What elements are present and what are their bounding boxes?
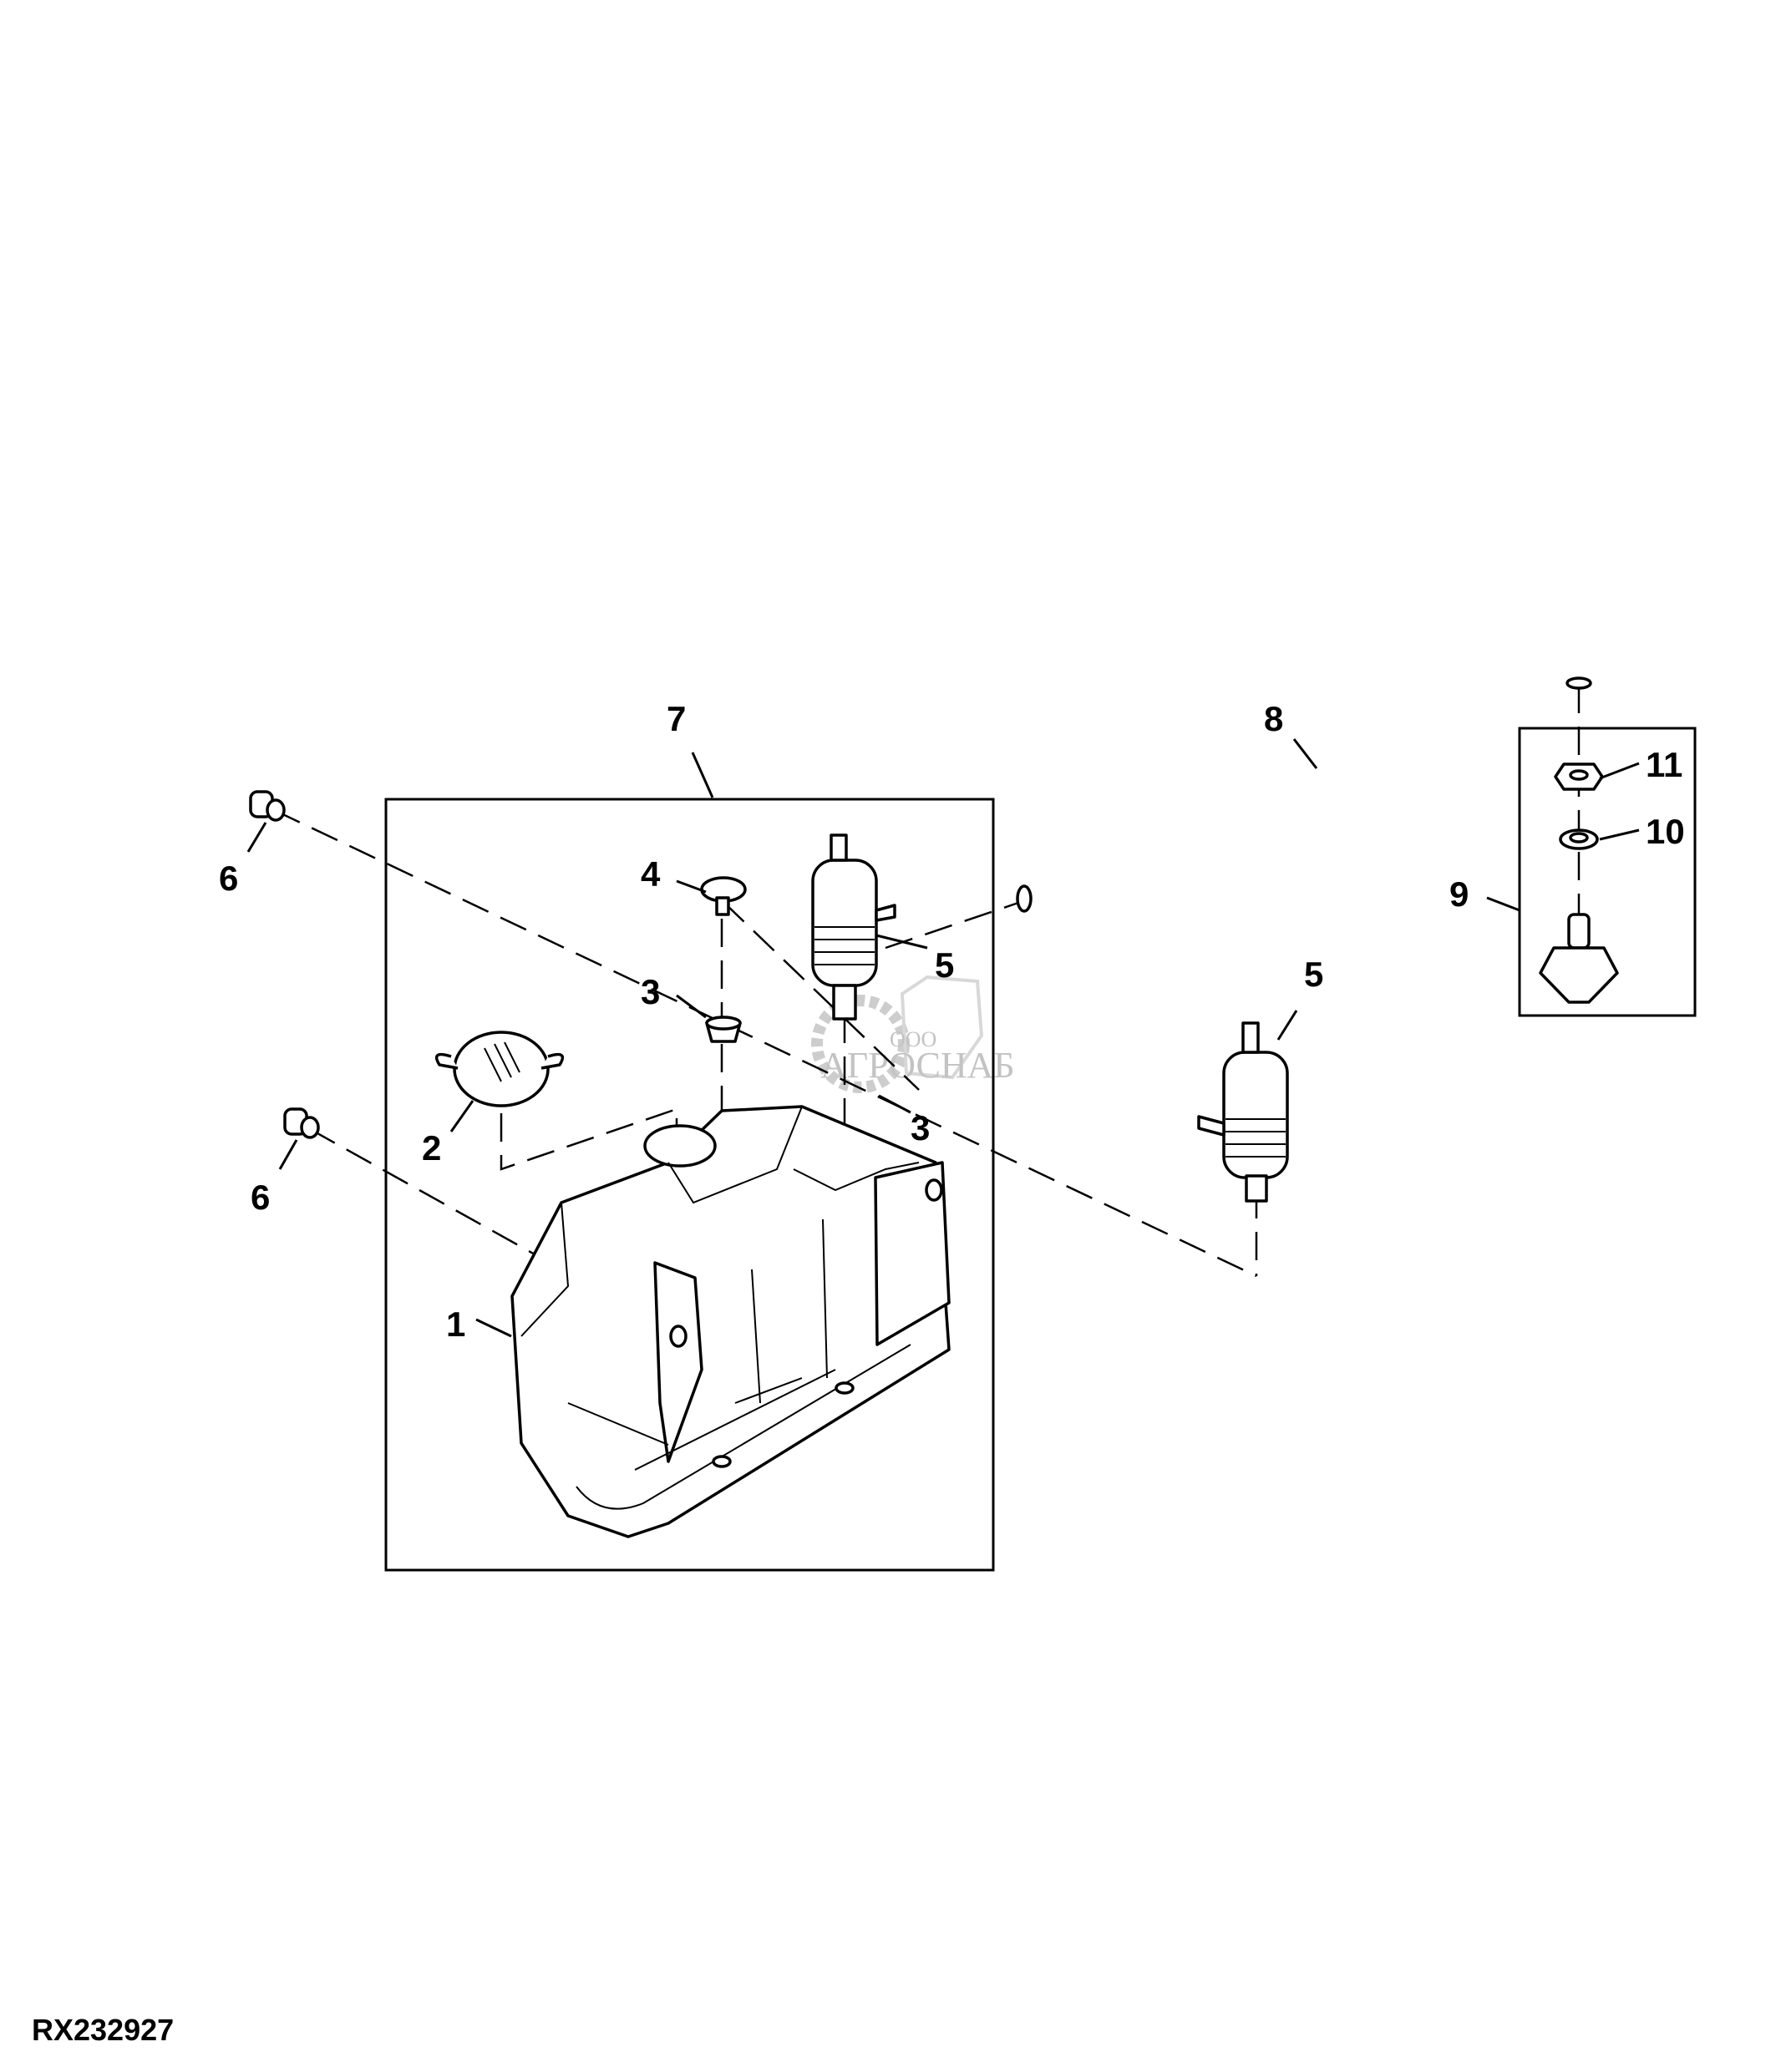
figure-id: RX232927 bbox=[32, 2013, 174, 2047]
callout-9: 9 bbox=[1449, 874, 1469, 914]
hose-8 bbox=[1016, 614, 1597, 913]
callout-6: 6 bbox=[251, 1178, 270, 1217]
callout-11: 11 bbox=[1646, 745, 1682, 784]
watermark-prefix: ООО bbox=[890, 1027, 936, 1051]
callout-5: 5 bbox=[1304, 955, 1323, 994]
kit-box-9 bbox=[1518, 727, 1697, 1017]
washer-pump-right bbox=[1197, 1021, 1289, 1203]
callout-3: 3 bbox=[911, 1108, 930, 1147]
plug-4 bbox=[700, 876, 747, 916]
nozzle-9 bbox=[1539, 913, 1619, 1004]
nut-11 bbox=[1554, 762, 1604, 791]
washer-tank-1 bbox=[510, 1105, 951, 1538]
grommet-6-upper bbox=[249, 790, 286, 822]
callout-10: 10 bbox=[1646, 812, 1685, 851]
callout-5: 5 bbox=[935, 945, 954, 985]
kit-box-7 bbox=[384, 798, 995, 1572]
callout-4: 4 bbox=[641, 854, 661, 894]
watermark-name: АГРОСНАБ bbox=[820, 1045, 1015, 1086]
washer-pump-upper bbox=[811, 833, 896, 1021]
washer-10 bbox=[1559, 828, 1599, 850]
grommet-6-lower bbox=[283, 1107, 320, 1139]
callout-1: 1 bbox=[446, 1304, 465, 1344]
callout-7: 7 bbox=[667, 699, 686, 738]
filler-cap-2 bbox=[435, 1031, 564, 1107]
callout-6: 6 bbox=[219, 859, 238, 898]
grommet-3 bbox=[705, 1016, 742, 1043]
leader-lines bbox=[246, 738, 1640, 1338]
callout-2: 2 bbox=[422, 1128, 441, 1168]
callout-8: 8 bbox=[1264, 699, 1283, 738]
callout-3: 3 bbox=[641, 972, 660, 1011]
